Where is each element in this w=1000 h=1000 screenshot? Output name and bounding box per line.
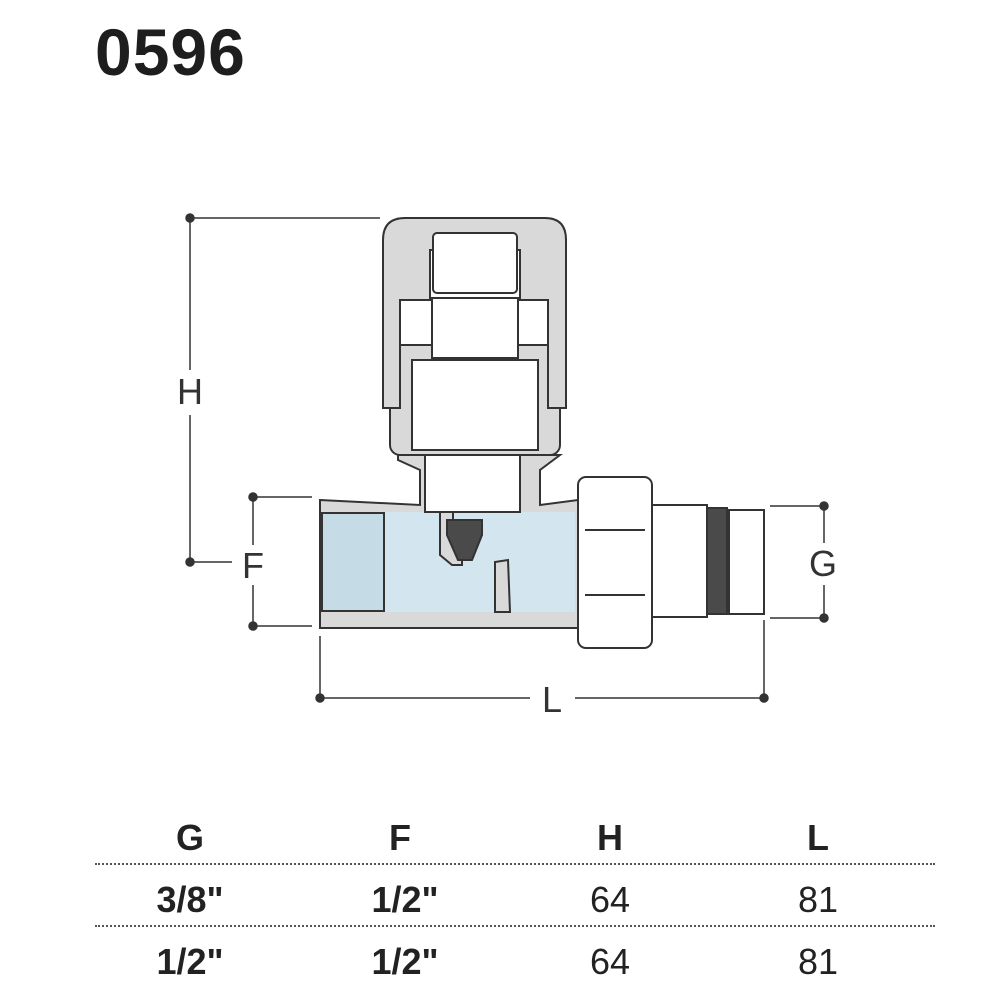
- header-g: G: [175, 817, 205, 858]
- row1-h: 64: [589, 879, 631, 920]
- row1-l: 81: [797, 879, 839, 920]
- row2-h: 64: [589, 941, 631, 982]
- row1-f: 1/2": [371, 879, 439, 920]
- header-l: L: [807, 817, 829, 858]
- dimension-l-label: L: [541, 679, 563, 720]
- row2-l: 81: [797, 941, 839, 982]
- row1-g: 3/8": [156, 879, 224, 920]
- dimension-lines: [185, 213, 829, 703]
- product-code: 0596: [95, 15, 246, 89]
- valve-body: [319, 217, 765, 649]
- header-h: H: [597, 817, 623, 858]
- dimension-f-label: F: [242, 545, 264, 586]
- dimension-h-label: H: [177, 371, 203, 412]
- row2-g: 1/2": [156, 941, 224, 982]
- divider: [95, 863, 935, 865]
- divider: [95, 925, 935, 927]
- dimension-g-label: G: [808, 543, 838, 584]
- header-f: F: [389, 817, 411, 858]
- row2-f: 1/2": [371, 941, 439, 982]
